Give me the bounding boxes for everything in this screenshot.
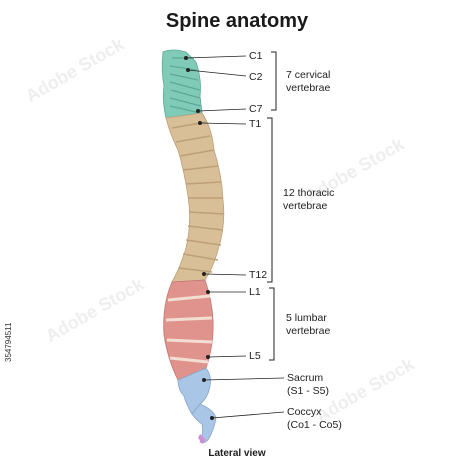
label-l5: L5	[249, 350, 261, 362]
sacrum-range: (S1 - S5)	[287, 385, 330, 397]
sacrum-name: Sacrum	[287, 372, 324, 384]
label-t1: T1	[249, 118, 262, 130]
cervical-unit: vertebrae	[286, 82, 331, 94]
cervical-count: 7 cervical	[286, 69, 331, 81]
coccyx-range: (Co1 - Co5)	[287, 419, 342, 431]
caption: Lateral view	[208, 448, 266, 459]
label-t12: T12	[249, 269, 268, 281]
label-c2: C2	[249, 71, 263, 83]
side-id-text: 354794511	[4, 322, 13, 362]
group-cervical: 7 cervical vertebrae	[286, 69, 330, 95]
cervical-bracket	[271, 51, 277, 111]
label-l1: L1	[249, 286, 261, 298]
label-c7: C7	[249, 103, 263, 115]
lumbar-unit: vertebrae	[286, 325, 331, 337]
lumbar-count: 5 lumbar	[286, 312, 327, 324]
label-sacrum: Sacrum (S1 - S5)	[287, 372, 329, 398]
page-title: Spine anatomy	[165, 10, 309, 32]
group-thoracic: 12 thoracic vertebrae	[283, 187, 334, 213]
lumbar-bracket	[269, 287, 275, 361]
label-c1: C1	[249, 50, 263, 62]
label-coccyx: Coccyx (Co1 - Co5)	[287, 406, 342, 432]
thoracic-bracket	[267, 117, 273, 283]
cervical-region	[161, 49, 203, 119]
group-lumbar: 5 lumbar vertebrae	[286, 312, 330, 338]
coccyx-name: Coccyx	[287, 406, 322, 418]
thoracic-unit: vertebrae	[283, 200, 328, 212]
coccyx-region	[191, 403, 217, 444]
thoracic-count: 12 thoracic	[283, 187, 335, 199]
